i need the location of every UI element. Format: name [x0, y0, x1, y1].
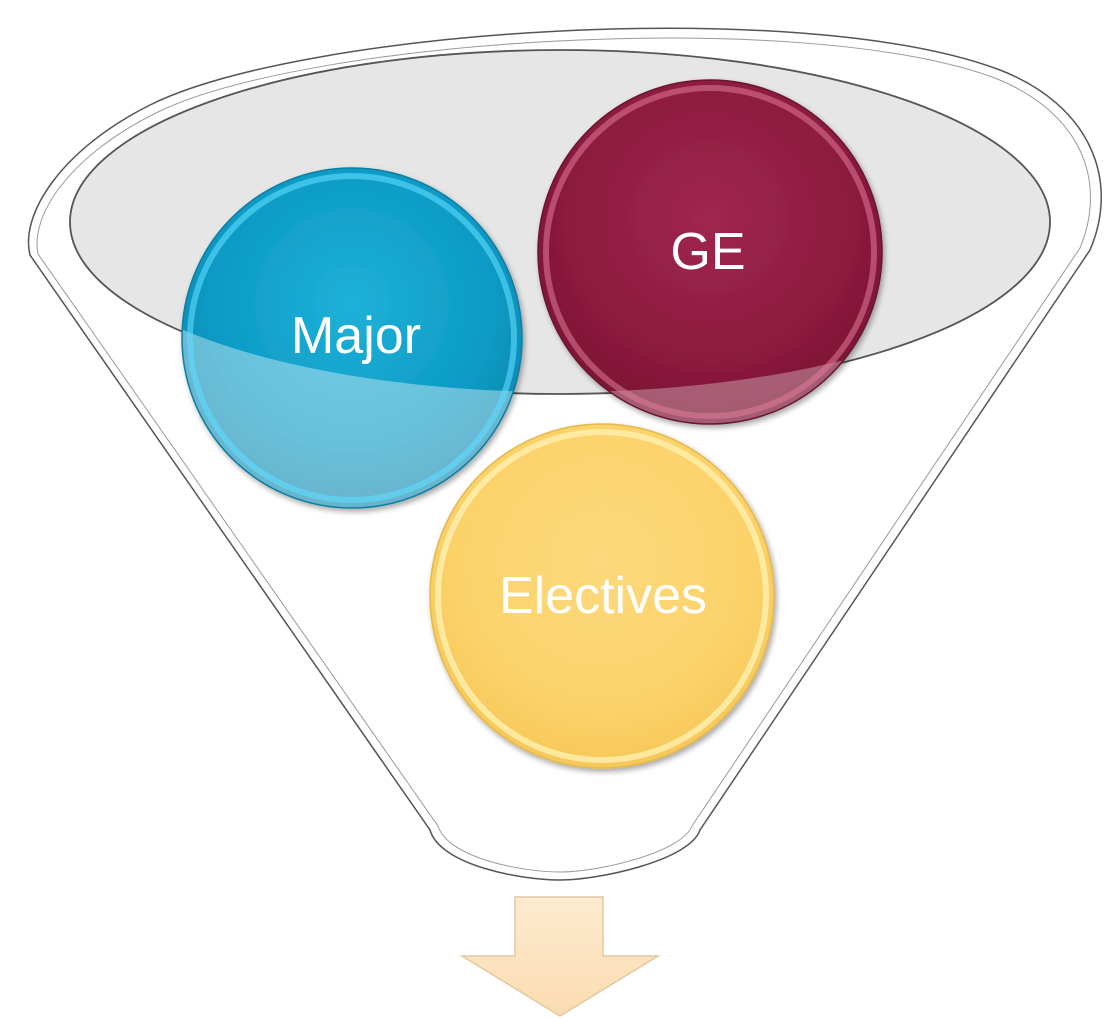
ge-circle: GE: [537, 79, 883, 425]
ge-label: GE: [670, 223, 745, 281]
electives-label: Electives: [499, 567, 707, 625]
electives-circle: Electives: [429, 423, 775, 769]
funnel-inner-outline: [36, 37, 1091, 873]
major-label: Major: [291, 307, 421, 365]
down-arrow-icon: [459, 896, 661, 1017]
major-circle: Major: [181, 167, 523, 509]
